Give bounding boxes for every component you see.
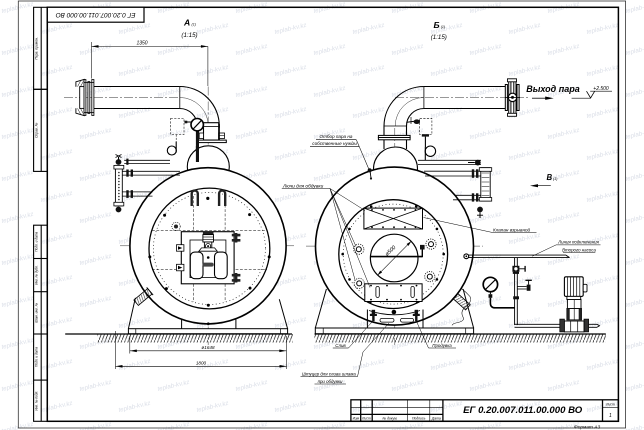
svg-text:Выход пара: Выход пара bbox=[526, 84, 580, 94]
svg-text:Дата: Дата bbox=[431, 416, 441, 420]
svg-text:(1): (1) bbox=[553, 177, 557, 181]
svg-text:Перв. примен.: Перв. примен. bbox=[35, 37, 39, 60]
svg-text:Подп. и дата: Подп. и дата bbox=[35, 347, 39, 367]
svg-text:Слив: Слив bbox=[335, 343, 346, 348]
svg-text:1350: 1350 bbox=[136, 41, 147, 47]
svg-text:Лист: Лист bbox=[361, 416, 371, 420]
svg-text:(1): (1) bbox=[192, 23, 196, 27]
svg-text:Б: Б bbox=[434, 20, 440, 30]
svg-text:Подпись: Подпись bbox=[412, 416, 426, 420]
svg-text:Формат А3: Формат А3 bbox=[574, 424, 601, 430]
svg-text:Инв. № дубл.: Инв. № дубл. bbox=[35, 265, 39, 285]
svg-text:Лист: Лист bbox=[605, 402, 615, 406]
svg-text:ЕГ 0.20.007.011.00.000 ВО: ЕГ 0.20.007.011.00.000 ВО bbox=[463, 405, 583, 416]
svg-text:ЕГ 0.20.007.011.00.000 ВО: ЕГ 0.20.007.011.00.000 ВО bbox=[56, 11, 136, 18]
svg-text:при обдувки: при обдувки bbox=[318, 379, 343, 384]
svg-text:Отбор пара на: Отбор пара на bbox=[320, 134, 353, 139]
svg-text:В: В bbox=[547, 173, 553, 182]
svg-text:Справ. №: Справ. № bbox=[35, 122, 39, 138]
svg-text:Клапан взрывной: Клапан взрывной bbox=[493, 226, 531, 232]
svg-text:Изм: Изм bbox=[353, 416, 360, 420]
svg-text:ø1648: ø1648 bbox=[201, 345, 214, 350]
svg-text:А: А bbox=[183, 18, 190, 28]
svg-text:(1:15): (1:15) bbox=[431, 34, 447, 41]
svg-text:1: 1 bbox=[609, 413, 612, 419]
svg-text:1800: 1800 bbox=[196, 361, 207, 366]
svg-text:Инв. № подл.: Инв. № подл. bbox=[35, 391, 39, 411]
svg-text:Продувка: Продувка bbox=[432, 343, 452, 348]
svg-text:(1:15): (1:15) bbox=[181, 32, 197, 39]
svg-text:Взам. инв. №: Взам. инв. № bbox=[35, 302, 39, 322]
svg-text:(1): (1) bbox=[441, 25, 445, 29]
svg-text:Второго насоса: Второго насоса bbox=[562, 247, 596, 252]
svg-text:Линия подключения: Линия подключения bbox=[557, 240, 599, 245]
svg-text:Штуцер для слива шлама: Штуцер для слива шлама bbox=[302, 372, 356, 377]
svg-text:собственные нужды: собственные нужды bbox=[312, 141, 357, 146]
svg-text:Лючи для обдувки: Лючи для обдувки bbox=[282, 183, 324, 189]
svg-text:№ докум.: № докум. bbox=[383, 416, 398, 420]
svg-text:+2.500: +2.500 bbox=[593, 86, 609, 92]
svg-text:Подп. и дата: Подп. и дата bbox=[35, 232, 39, 252]
